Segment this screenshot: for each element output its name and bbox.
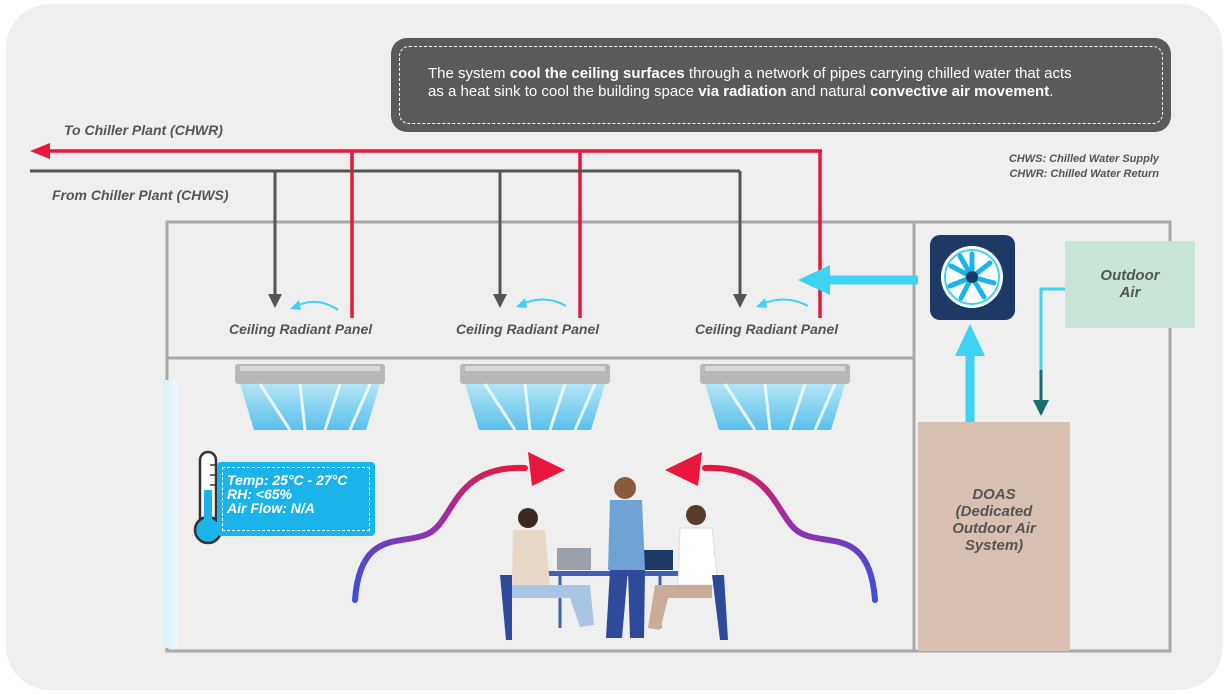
panel-label-2: Ceiling Radiant Panel — [456, 321, 600, 337]
chws-arrowheads — [268, 294, 747, 308]
doas-unit: DOAS (Dedicated Outdoor Air System) — [918, 422, 1070, 651]
doas-label-4: System) — [964, 537, 1024, 554]
radiant-panel-icon — [235, 364, 385, 431]
chwr-return-pipe — [44, 149, 822, 318]
convection-arrow-left — [352, 452, 565, 603]
convection-arrow-right — [665, 452, 878, 603]
chwr-pipe-label: To Chiller Plant (CHWR) — [64, 122, 223, 138]
panel-label-1: Ceiling Radiant Panel — [229, 321, 373, 337]
doas-label-3: Outdoor Air — [952, 520, 1036, 537]
description-callout: The system cool the ceiling surfaces thr… — [391, 38, 1171, 132]
outdoor-air-arrow — [1033, 287, 1066, 416]
pipe-legend: CHWS: Chilled Water Supply CHWR: Chilled… — [1009, 152, 1159, 182]
room-conditions-badge: Temp: 25°C - 27°C RH: <65% Air Flow: N/A — [217, 462, 375, 536]
temperature-range: Temp: 25°C - 27°C — [227, 472, 348, 488]
panel-label-3: Ceiling Radiant Panel — [695, 321, 839, 337]
chws-supply-pipe — [30, 169, 742, 298]
legend-chws: CHWS: Chilled Water Supply — [1008, 153, 1159, 165]
panel-air-arrows — [295, 298, 809, 311]
outdoor-air-label-1: Outdoor — [1100, 267, 1160, 284]
doas-to-fan-arrow — [955, 324, 985, 422]
legend-chwr: CHWR: Chilled Water Return — [1009, 168, 1159, 180]
window-strip — [163, 380, 177, 648]
doas-label-2: (Dedicated — [955, 503, 1033, 520]
people-meeting-illustration — [500, 477, 728, 640]
radiant-panel-icon — [460, 364, 610, 431]
doas-label-1: DOAS — [972, 486, 1016, 503]
panel-air-arrowheads — [290, 298, 767, 310]
radiant-panel-icon — [700, 364, 850, 431]
chws-pipe-label: From Chiller Plant (CHWS) — [52, 187, 229, 203]
outdoor-air-label-2: Air — [1119, 284, 1141, 301]
air-flow-value: Air Flow: N/A — [227, 500, 315, 516]
description-text: The system cool the ceiling surfaces thr… — [399, 46, 1163, 124]
fan-icon — [930, 235, 1015, 320]
chwr-arrowhead — [30, 143, 50, 159]
outdoor-air-box: Outdoor Air — [1065, 241, 1195, 328]
humidity-limit: RH: <65% — [227, 486, 292, 502]
supply-air-arrow — [798, 265, 918, 295]
